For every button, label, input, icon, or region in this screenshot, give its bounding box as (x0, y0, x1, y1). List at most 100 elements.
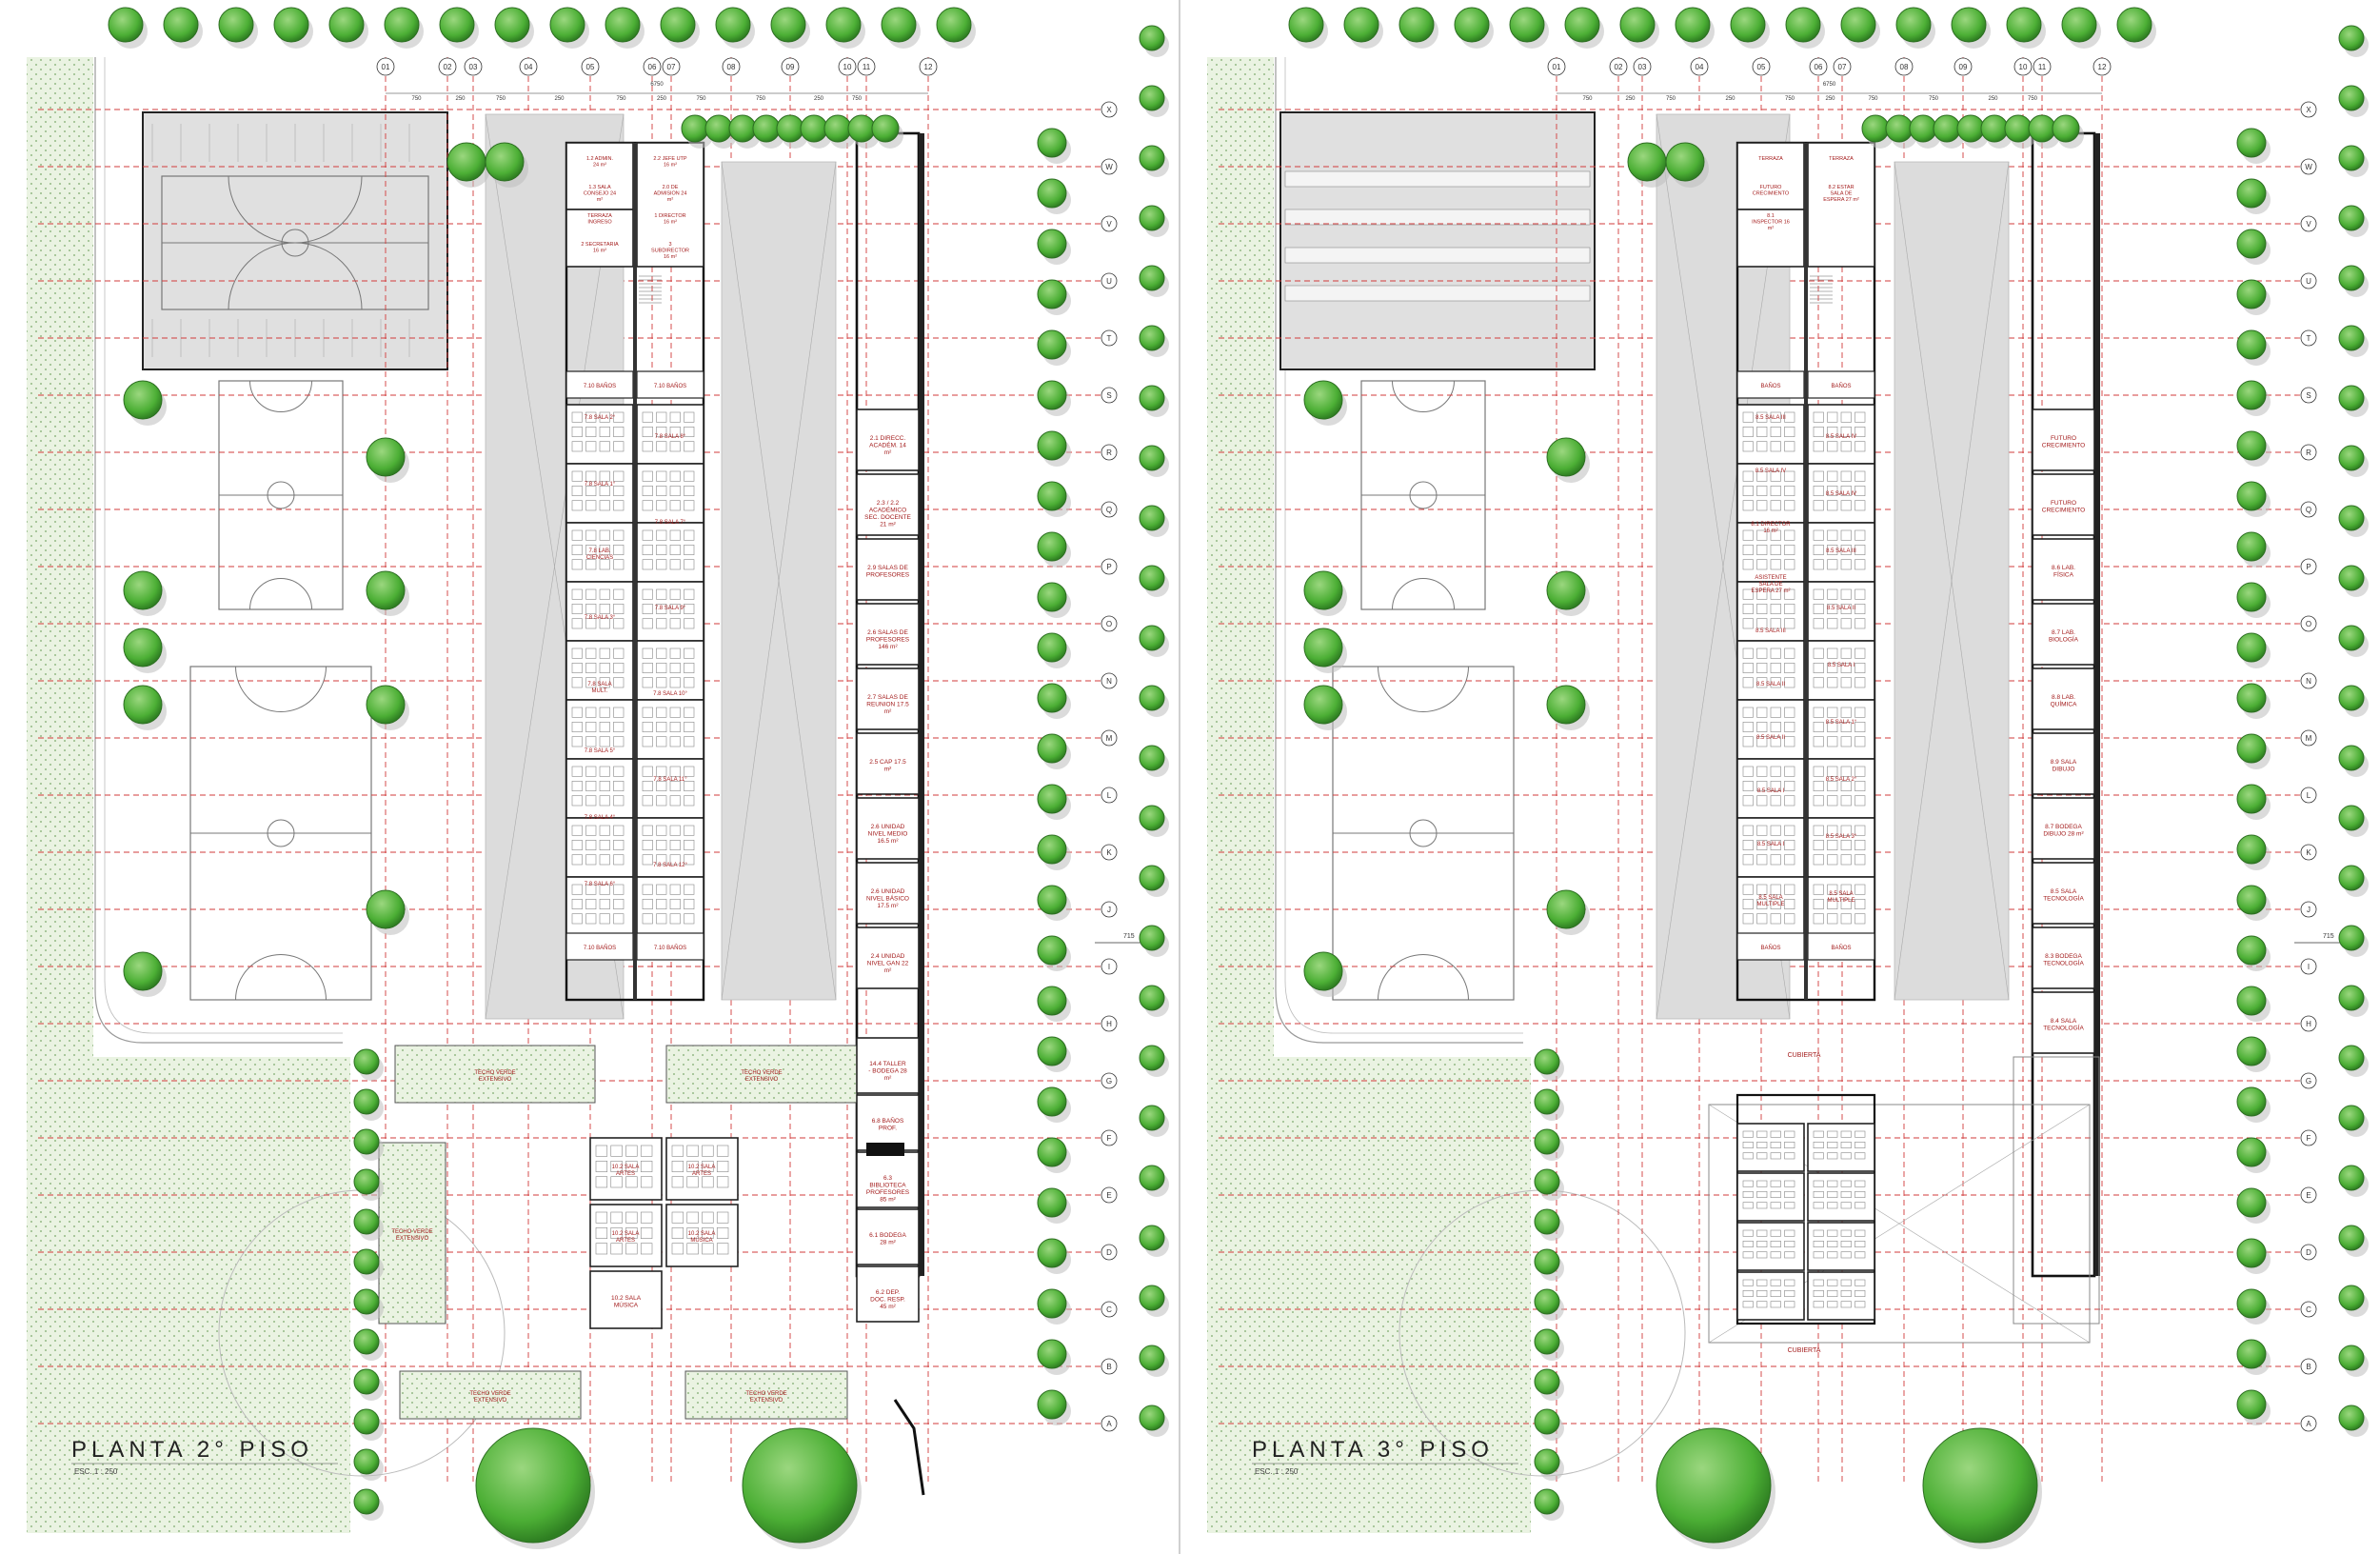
desk (1827, 766, 1838, 777)
desk (1854, 648, 1866, 659)
label-line: 2.3 / 2.2 (877, 500, 900, 507)
tree-icon (1037, 935, 1067, 966)
desk (1742, 441, 1754, 452)
tree-icon (605, 7, 641, 43)
desk (1840, 707, 1852, 718)
desk (1813, 648, 1824, 659)
tree-icon (2236, 481, 2267, 511)
tree-icon (1546, 889, 1586, 929)
desk (642, 559, 653, 570)
desk (585, 470, 597, 482)
desk (1756, 470, 1768, 482)
desk (1784, 736, 1795, 747)
tree-icon (2338, 25, 2365, 51)
desk (571, 545, 583, 555)
desk (1840, 854, 1852, 866)
desk (1784, 1152, 1795, 1160)
grid-row-label: F (1107, 1134, 1112, 1143)
label-line: TECHO VERDE (741, 1070, 782, 1076)
label-line: 8.5 SALA II (1756, 682, 1785, 687)
label-line: 16 m² (593, 249, 606, 254)
room-label: 8.5 SALA I (1828, 663, 1855, 668)
desk (671, 1211, 684, 1224)
desk (702, 1211, 714, 1224)
tree-icon (2338, 265, 2365, 291)
desk (1827, 825, 1838, 836)
desk (1756, 486, 1768, 496)
desk (1742, 1191, 1754, 1198)
desk (1784, 648, 1795, 659)
running-track-inner (1284, 57, 1523, 1034)
desk (1827, 781, 1838, 791)
tree-icon (1840, 7, 1876, 43)
plan-scale: ESC. 1 : 250 (1255, 1467, 1299, 1476)
tree-icon (2338, 505, 2365, 531)
label-line: EXTENSIVO (474, 1398, 507, 1404)
desk (1854, 1279, 1866, 1286)
desk (1840, 1290, 1852, 1297)
label-line: 2.2 JEFE UTP (653, 156, 686, 162)
tree-icon (1534, 1288, 1560, 1315)
desk (684, 766, 695, 777)
desk (595, 1176, 608, 1188)
desk (1770, 795, 1781, 807)
court-circle (1409, 819, 1438, 847)
grid-row-label: G (2306, 1077, 2311, 1086)
tree-icon (1627, 142, 1667, 182)
desk (1840, 1251, 1852, 1259)
label-line: 16 m² (664, 163, 677, 169)
desk (1770, 1180, 1781, 1187)
desk (1854, 588, 1866, 600)
tree-icon (1343, 7, 1379, 43)
label-line: EXTENSIVO (396, 1236, 429, 1242)
tree-icon (1139, 25, 1165, 51)
room-label: 7.8 SALA 5° (585, 748, 616, 754)
label-line: 14.4 TALLER (869, 1061, 906, 1067)
desk (1854, 604, 1866, 614)
col-dimension: 250 (657, 96, 667, 102)
label-line: ESPERA 27 m² (1751, 588, 1790, 594)
grid-bubble (2300, 329, 2317, 347)
tree-icon (439, 7, 475, 43)
tree-icon (2236, 1036, 2267, 1066)
desk (684, 486, 695, 496)
desk (571, 825, 583, 836)
desk (1840, 677, 1852, 688)
desk (684, 677, 695, 688)
desk (669, 588, 681, 600)
desk (1827, 411, 1838, 423)
desk (1770, 1301, 1781, 1308)
running-track-inner (104, 57, 343, 1034)
desk (1813, 411, 1824, 423)
label-line: MULTIPLE (1828, 898, 1855, 904)
desk (1827, 441, 1838, 452)
desk (1770, 559, 1781, 570)
desk (1756, 707, 1768, 718)
plan-title: PLANTA 3° PISO (1252, 1437, 1494, 1463)
desk (1770, 1241, 1781, 1247)
desk (571, 500, 583, 511)
desk (656, 559, 667, 570)
desk (1840, 722, 1852, 732)
desk (656, 545, 667, 555)
desk (1784, 854, 1795, 866)
label-line: NIVEL GAN 22 (867, 961, 909, 967)
tree-icon (770, 7, 806, 43)
desk (1827, 604, 1838, 614)
tree-icon (2236, 380, 2267, 410)
desk (684, 781, 695, 791)
desk (684, 588, 695, 600)
desk (669, 766, 681, 777)
desk (1770, 1202, 1781, 1209)
tree-icon (1951, 7, 1987, 43)
desk (1770, 1279, 1781, 1286)
corridor-wall (1804, 143, 1808, 1000)
label-line: ESPERA 27 m² (1823, 197, 1859, 203)
room (856, 1037, 920, 1094)
desk (1827, 1290, 1838, 1297)
desk (669, 470, 681, 482)
desk (1854, 766, 1866, 777)
tree-icon (1139, 205, 1165, 231)
desk (1756, 1229, 1768, 1237)
